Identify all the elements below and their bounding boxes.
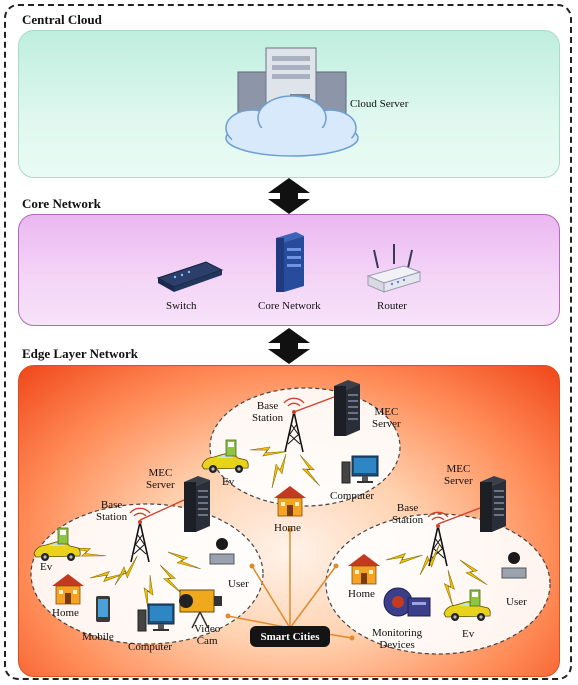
smart-cities-label: Smart Cities	[260, 630, 320, 643]
switch-label: Switch	[166, 300, 197, 312]
smart-cities-hub: Smart Cities	[250, 626, 330, 647]
core-edge-double-arrow	[268, 328, 310, 364]
section-title-core-network: Core Network	[22, 196, 101, 211]
right-ev-label: Ev	[462, 628, 475, 640]
outer-frame	[4, 4, 572, 680]
left-computer-label: Computer	[128, 641, 172, 653]
section-title-central-cloud: Central Cloud	[22, 12, 102, 27]
left-user-label: User	[228, 578, 249, 590]
right-home-label: Home	[348, 588, 375, 600]
left-home-label: Home	[52, 607, 79, 619]
cloud-server-label: Cloud Server	[350, 98, 409, 110]
right-user-label: User	[506, 596, 527, 608]
top-computer-label: Computer	[330, 490, 374, 502]
core-network-label: Core Network	[258, 300, 321, 312]
section-title-edge-layer: Edge Layer Network	[22, 346, 139, 361]
central-cloud-panel	[18, 30, 560, 178]
left-ev-label: Ev	[40, 561, 53, 573]
cloud-core-double-arrow	[268, 178, 310, 214]
router-label: Router	[377, 300, 407, 312]
left-mobile-label: Mobile	[82, 631, 114, 643]
top-ev-label: Ev	[222, 476, 235, 488]
top-home-label: Home	[274, 522, 301, 534]
